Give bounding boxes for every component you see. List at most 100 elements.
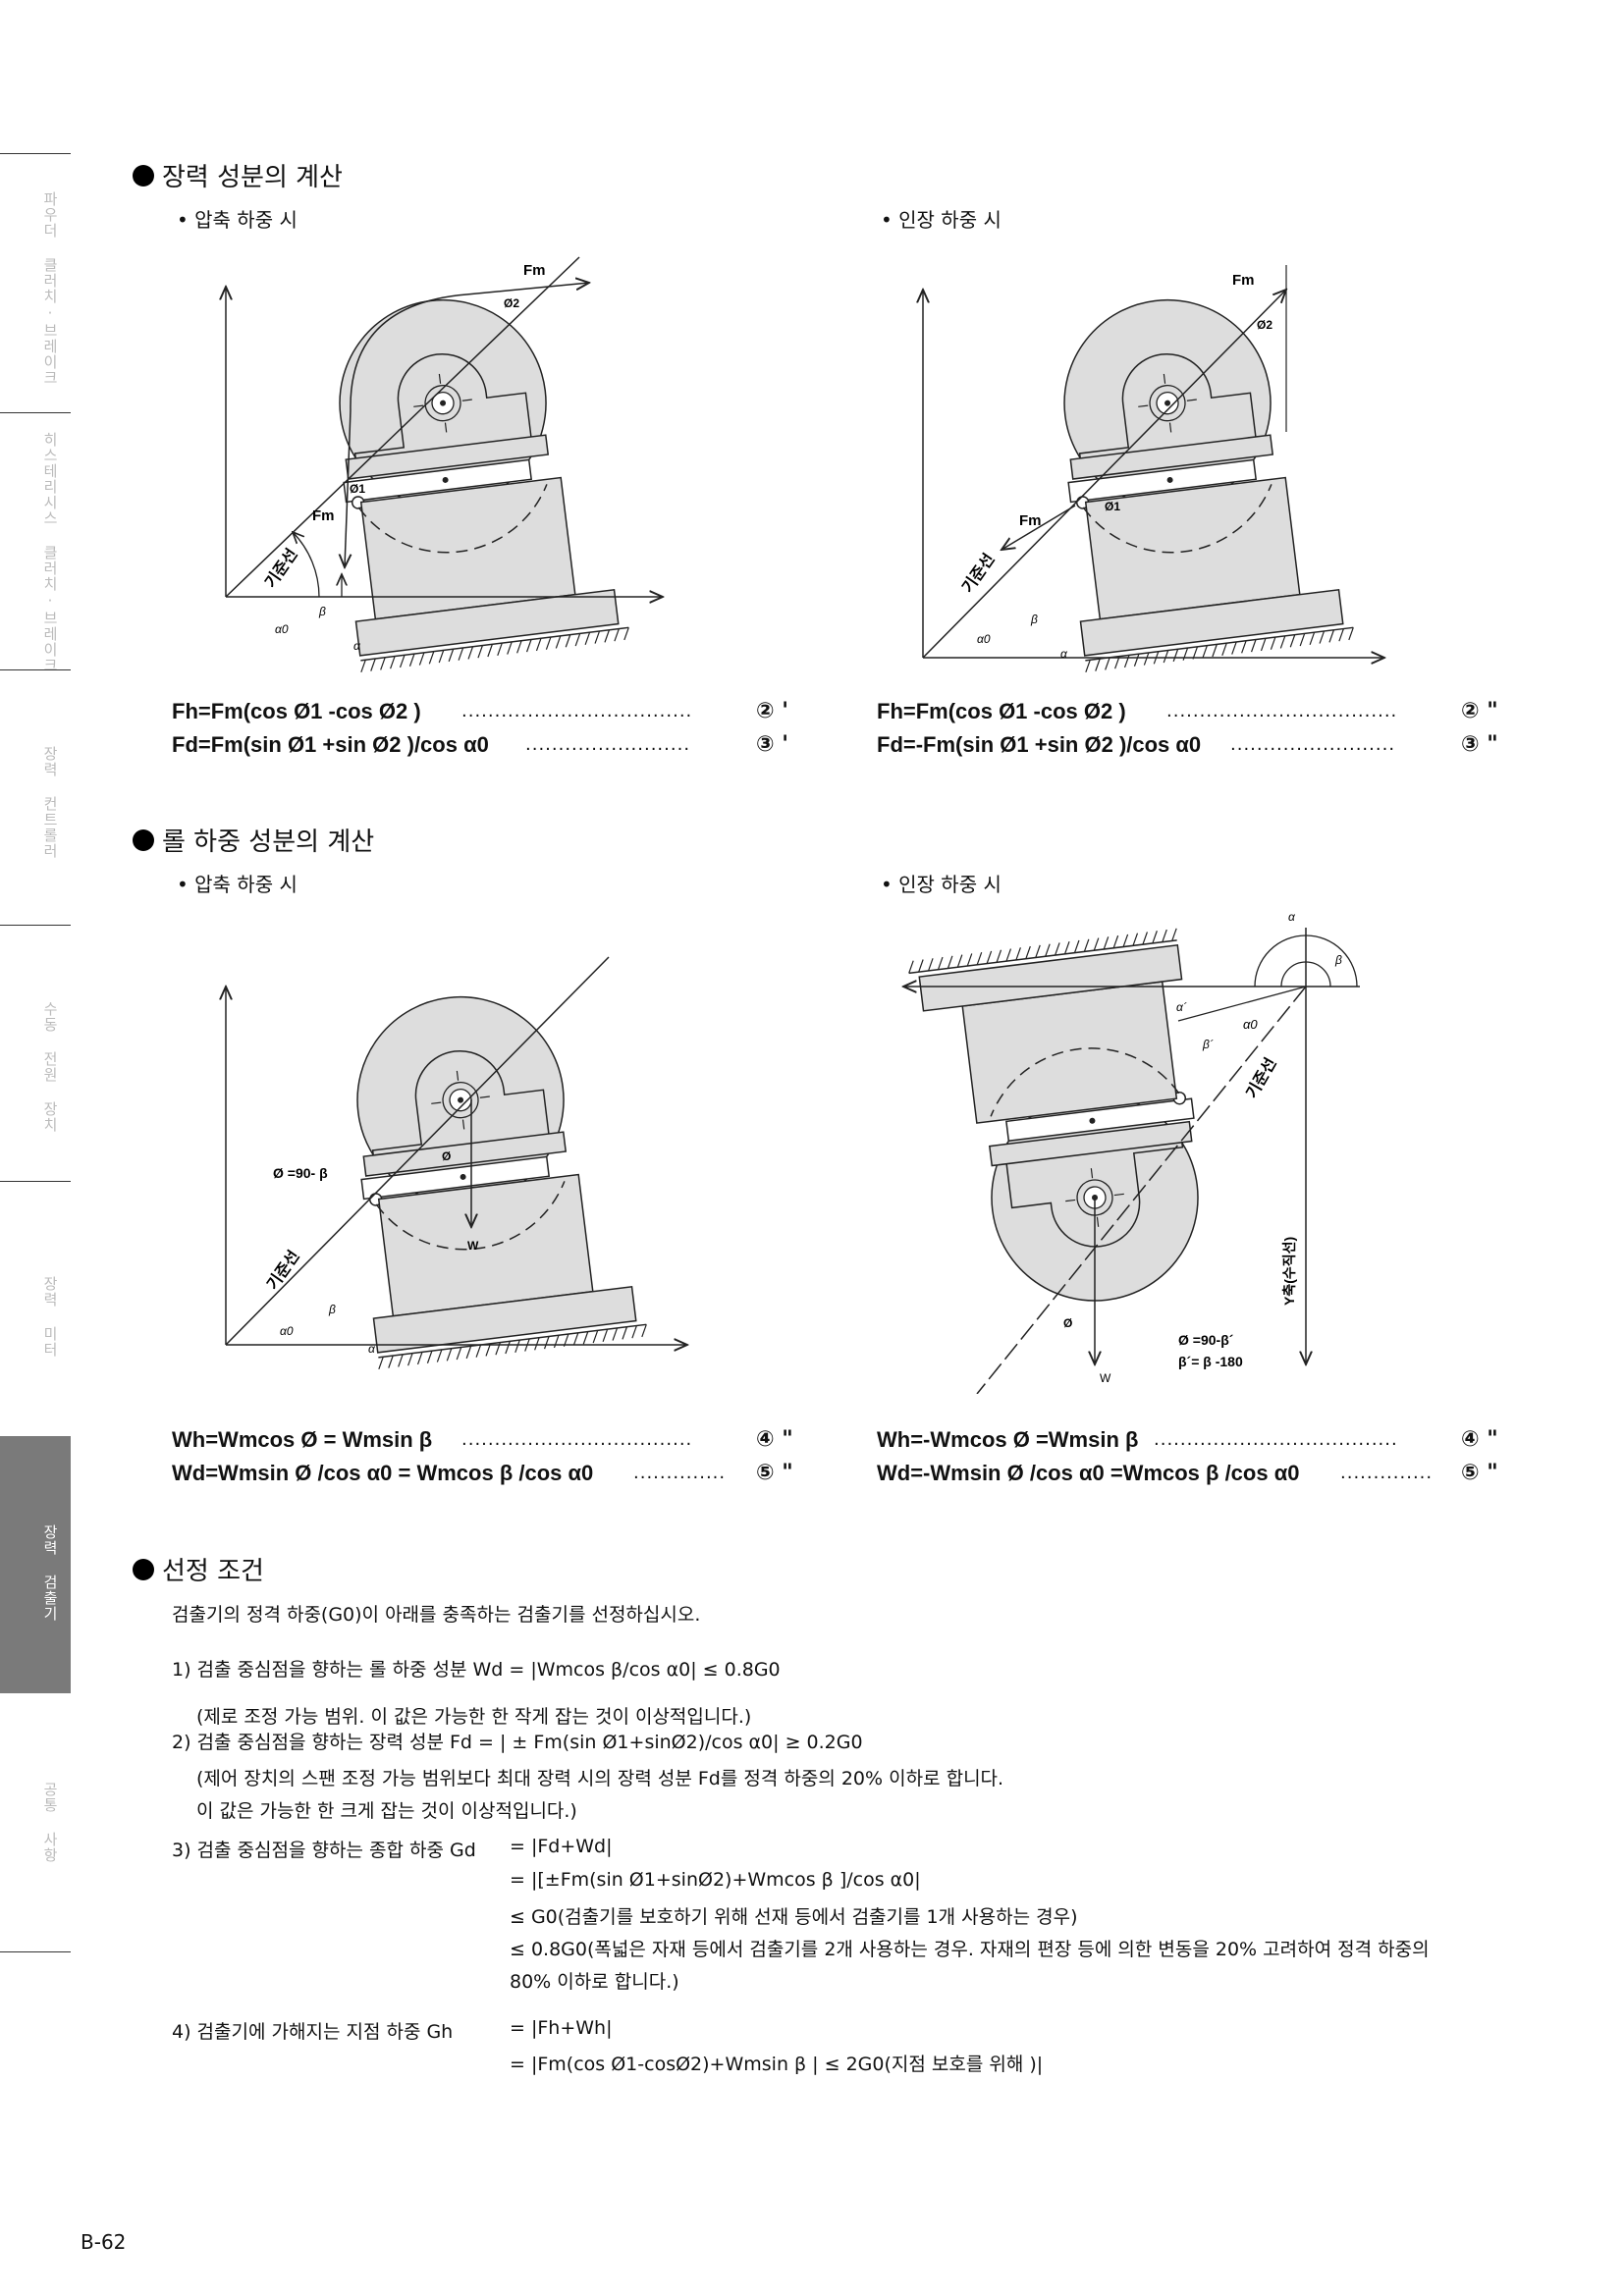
label-fm: Fm: [1232, 272, 1255, 289]
condition-3-value: 80% 이하로 합니다.): [510, 1971, 679, 1993]
formula-wh-compression: Wh=Wmcos Ø = Wmsin β: [172, 1427, 433, 1452]
label-phi-equation: Ø =90- β: [273, 1165, 328, 1181]
formula-ref: ② ': [756, 699, 789, 723]
condition-1: 1) 검출 중심점을 향하는 롤 하중 성분 Wd = |Wmcos β/cos…: [172, 1659, 781, 1681]
divider: [0, 1181, 71, 1182]
label-fm: Fm: [1019, 512, 1042, 529]
section-heading: 롤 하중 성분의 계산: [133, 822, 374, 858]
label-y-axis: Y축(수직선): [1281, 1237, 1297, 1306]
label-alpha: α: [1060, 647, 1068, 661]
leader-dots: ...................................: [461, 701, 693, 721]
label-alpha: α: [1288, 910, 1296, 924]
leader-dots: ..............: [1340, 1463, 1434, 1483]
page-number: B-62: [81, 2230, 127, 2254]
heading-text: 롤 하중 성분의 계산: [162, 828, 375, 857]
formula-wd-compression: Wd=Wmsin Ø /cos α0 = Wmcos β /cos α0: [172, 1461, 594, 1485]
label-w: W: [1100, 1371, 1111, 1385]
label-alpha-prime: α´: [1176, 1000, 1187, 1014]
leader-dots: .........................: [525, 734, 691, 755]
leader-dots: ...................................: [461, 1429, 693, 1450]
diagram-roll-load-tension: α β α´ α0 β´ 기준선 Y축(수직선) Ø W Ø =90-β´ β´…: [884, 910, 1360, 1394]
divider: [0, 669, 71, 670]
heading-text: 선정 조건: [162, 1557, 264, 1586]
label-reference-line: 기준선: [1243, 1055, 1280, 1101]
condition-3-value: ≤ 0.8G0(폭넓은 자재 등에서 검출기를 2개 사용하는 경우. 자재의 …: [510, 1939, 1430, 1960]
divider: [0, 412, 71, 413]
bullet-icon: [133, 828, 154, 851]
condition-3-value: = |Fd+Wd|: [510, 1836, 613, 1857]
label-beta: β: [1334, 953, 1342, 967]
sidebar-item-tension-controller[interactable]: 장력 컨트롤러: [41, 746, 59, 859]
section-heading: 장력 성분의 계산: [133, 157, 343, 193]
sidebar-item-powder-clutch[interactable]: 파우더 클러치·브레이크: [41, 191, 59, 386]
condition-4-value: = |Fm(cos Ø1-cosØ2)+Wmsin β | ≤ 2G0(지점 보…: [510, 2054, 1044, 2075]
formula-fh-compression: Fh=Fm(cos Ø1 -cos Ø2 ): [172, 699, 421, 723]
formula-fd-tension: Fd=-Fm(sin Ø1 +sin Ø2 )/cos α0: [877, 732, 1202, 757]
bullet-icon: [133, 1558, 154, 1580]
condition-1-note: (제로 조정 가능 범위. 이 값은 가능한 한 작게 잡는 것이 이상적입니다…: [196, 1706, 752, 1728]
leader-dots: ..............: [633, 1463, 727, 1483]
label-phi2: Ø2: [1257, 318, 1272, 332]
formula-ref: ④ ": [756, 1427, 793, 1452]
diagram-tension-compression: Fm Ø2 Ø1 Fm 기준선 β α0 α: [196, 256, 707, 673]
subheading-tension: • 인장 하중 시: [881, 873, 1001, 896]
bullet-icon: [133, 164, 154, 187]
sidebar-item-label: 장력 검출기: [41, 1524, 59, 1622]
label-phi1: Ø1: [1105, 500, 1120, 513]
section-heading: 선정 조건: [133, 1551, 264, 1587]
label-alpha: α: [353, 639, 361, 653]
sidebar-item-power-supply[interactable]: 수동 전원 장치: [41, 1001, 59, 1133]
diagram-tension-tension: Fm Ø2 Ø1 Fm 기준선 β α0 α: [893, 265, 1424, 673]
formula-wh-tension: Wh=-Wmcos Ø =Wmsin β: [877, 1427, 1139, 1452]
condition-3-value: ≤ G0(검출기를 보호하기 위해 선재 등에서 검출기를 1개 사용하는 경우…: [510, 1906, 1078, 1928]
formula-wd-tension: Wd=-Wmsin Ø /cos α0 =Wmcos β /cos α0: [877, 1461, 1300, 1485]
label-phi: Ø: [1063, 1316, 1072, 1330]
sidebar-item-hysteresis-clutch[interactable]: 히스테리시스 클러치·브레이크: [41, 432, 59, 673]
formula-ref: ③ ': [756, 732, 789, 757]
condition-2-note: 이 값은 가능한 한 크게 잡는 것이 이상적입니다.): [196, 1800, 577, 1822]
condition-2: 2) 검출 중심점을 향하는 장력 성분 Fd = | ± Fm(sin Ø1+…: [172, 1732, 863, 1753]
label-phi: Ø: [442, 1149, 451, 1163]
label-w: W: [467, 1239, 479, 1253]
label-equation: β´= β -180: [1178, 1354, 1243, 1369]
intro-text: 검출기의 정격 하중(G0)이 아래를 충족하는 검출기를 선정하십시오.: [172, 1604, 701, 1626]
condition-3: 3) 검출 중심점을 향하는 종합 하중 Gd: [172, 1840, 476, 1861]
heading-text: 장력 성분의 계산: [162, 163, 343, 192]
label-reference-line: 기준선: [959, 551, 999, 597]
divider: [0, 1951, 71, 1952]
leader-dots: .....................................: [1154, 1429, 1398, 1450]
diagram-roll-load-compression: Ø =90- β Ø W 기준선 β α0 α: [196, 956, 727, 1370]
subheading-compression: • 압축 하중 시: [177, 873, 298, 896]
sidebar-item-common[interactable]: 공통 사항: [41, 1782, 59, 1863]
formula-ref: ⑤ ": [756, 1461, 793, 1485]
formula-ref: ④ ": [1461, 1427, 1498, 1452]
label-beta-prime: β´: [1202, 1038, 1214, 1051]
label-alpha0: α0: [275, 622, 289, 636]
label-alpha0: α0: [977, 632, 991, 646]
label-fm: Fm: [523, 262, 546, 279]
label-alpha0: α0: [280, 1324, 294, 1338]
label-beta: β: [328, 1303, 336, 1316]
sidebar-item-tension-detector[interactable]: 장력 검출기: [0, 1436, 71, 1693]
subheading-compression: • 압축 하중 시: [177, 208, 298, 232]
formula-fd-compression: Fd=Fm(sin Ø1 +sin Ø2 )/cos α0: [172, 732, 489, 757]
leader-dots: .........................: [1230, 734, 1396, 755]
label-alpha0: α0: [1243, 1017, 1258, 1032]
leader-dots: ...................................: [1166, 701, 1398, 721]
label-reference-line: 기준선: [262, 546, 301, 592]
label-beta: β: [318, 605, 326, 618]
condition-4: 4) 검출기에 가해지는 지점 하중 Gh: [172, 2021, 454, 2043]
divider: [0, 925, 71, 926]
sidebar-item-tension-meter[interactable]: 장력 미터: [41, 1276, 59, 1358]
label-phi1: Ø1: [350, 482, 365, 496]
label-beta: β: [1030, 613, 1038, 626]
formula-fh-tension: Fh=Fm(cos Ø1 -cos Ø2 ): [877, 699, 1126, 723]
condition-3-value: = |[±Fm(sin Ø1+sinØ2)+Wmcos β ]/cos α0|: [510, 1869, 921, 1891]
label-fm: Fm: [312, 507, 335, 524]
label-phi2: Ø2: [504, 296, 519, 310]
condition-2-note: (제어 장치의 스팬 조정 가능 범위보다 최대 장력 시의 장력 성분 Fd를…: [196, 1768, 1004, 1789]
formula-ref: ③ ": [1461, 732, 1498, 757]
label-equation: Ø =90-β´: [1178, 1332, 1234, 1348]
formula-ref: ⑤ ": [1461, 1461, 1498, 1485]
